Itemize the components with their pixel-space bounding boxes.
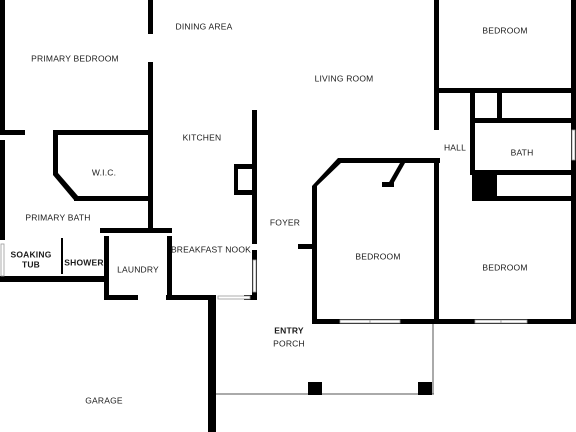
wall [104, 295, 138, 300]
wall [61, 238, 63, 274]
wall [53, 130, 153, 135]
window [339, 319, 371, 324]
wall [100, 228, 172, 233]
wall [571, 0, 576, 324]
label-wic: W.I.C. [92, 167, 116, 177]
label-kitchen: KITCHEN [183, 132, 222, 142]
wall [434, 88, 576, 93]
wall [252, 110, 257, 244]
label-living-room: LIVING ROOM [315, 73, 374, 83]
wall [298, 244, 317, 249]
label-bedroom-center: BEDROOM [355, 251, 400, 261]
wall [234, 164, 257, 169]
label-breakfast-nook: BREAKFAST NOOK [171, 244, 251, 254]
wall [208, 295, 216, 432]
window [500, 319, 528, 324]
wall [312, 186, 317, 324]
wall [497, 196, 576, 201]
wall [0, 140, 5, 240]
label-soaking-tub-1: SOAKING [10, 249, 51, 259]
label-primary-bedroom: PRIMARY BEDROOM [31, 53, 119, 63]
wall [148, 206, 153, 233]
wall [234, 190, 257, 195]
wall [472, 175, 497, 201]
label-foyer: FOYER [270, 217, 300, 227]
wall [148, 62, 153, 206]
wall [0, 130, 25, 135]
wall [234, 164, 238, 195]
wall [53, 173, 78, 200]
label-bedroom-right: BEDROOM [482, 262, 527, 272]
label-bath: BATH [511, 147, 534, 157]
room-labels: PRIMARY BEDROOM DINING AREA LIVING ROOM … [10, 21, 533, 405]
label-hall: HALL [444, 142, 466, 152]
window [474, 319, 502, 324]
porch-outline [216, 324, 434, 395]
wall [470, 118, 475, 174]
wall [382, 182, 394, 187]
window [217, 295, 251, 300]
label-bedroom-top-right: BEDROOM [482, 25, 527, 35]
wall [148, 0, 153, 34]
wall [74, 196, 153, 201]
window [571, 129, 576, 161]
label-laundry: LAUNDRY [117, 264, 159, 274]
wall [104, 236, 109, 300]
windows [0, 129, 576, 324]
label-dining-area: DINING AREA [176, 21, 233, 31]
wall [338, 158, 440, 163]
wall [434, 160, 439, 324]
label-garage: GARAGE [85, 395, 123, 405]
wall [0, 276, 106, 282]
porch-column [308, 382, 322, 395]
porch-column [418, 382, 432, 395]
window [369, 319, 401, 324]
wall [244, 295, 257, 300]
wall [434, 0, 439, 130]
wall [470, 170, 576, 175]
wall [166, 295, 216, 300]
label-porch: PORCH [273, 338, 305, 348]
wall [167, 236, 172, 300]
wall [312, 158, 343, 186]
label-entry: ENTRY [274, 325, 304, 335]
window [0, 243, 5, 277]
wall [470, 118, 576, 123]
wall [53, 130, 58, 175]
label-soaking-tub-2: TUB [22, 259, 40, 269]
label-shower: SHOWER [64, 257, 103, 267]
wall [497, 88, 502, 118]
label-primary-bath: PRIMARY BATH [25, 212, 90, 222]
window [252, 259, 257, 293]
wall [0, 0, 5, 134]
wall [470, 88, 475, 118]
wall [388, 163, 405, 186]
